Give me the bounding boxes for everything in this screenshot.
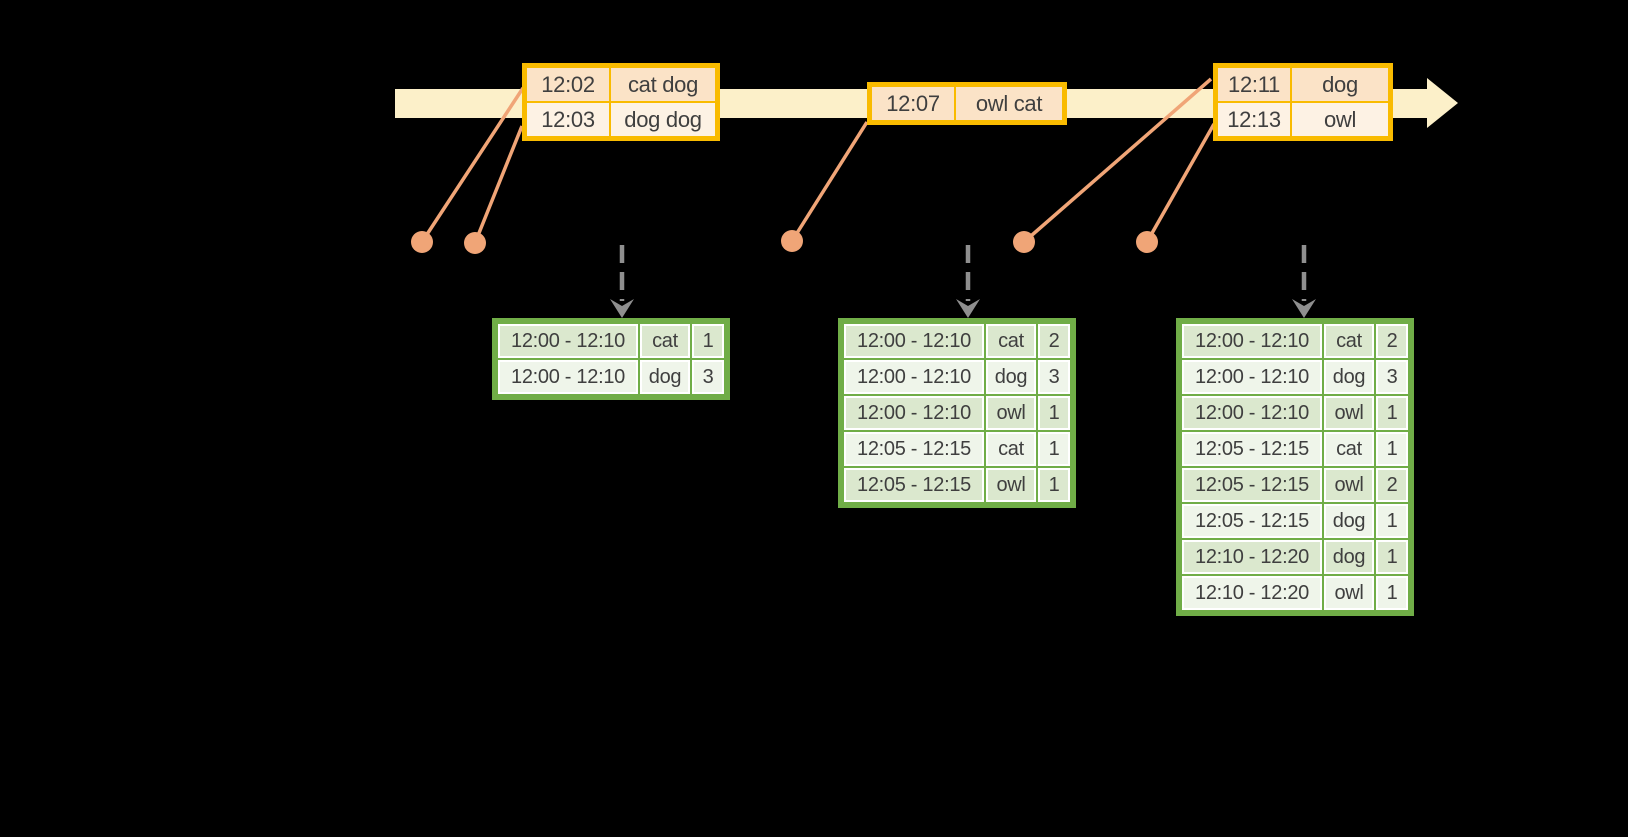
result-window-cell: 12:05 - 12:15 xyxy=(1182,468,1322,502)
result-row: 12:05 - 12:15 dog 1 xyxy=(1182,504,1408,538)
result-window-cell: 12:10 - 12:20 xyxy=(1182,576,1322,610)
result-window-cell: 12:05 - 12:15 xyxy=(1182,504,1322,538)
result-word-cell: owl xyxy=(1324,468,1374,502)
result-count-cell: 2 xyxy=(1376,324,1408,358)
result-row: 12:05 - 12:15 owl 1 xyxy=(844,468,1070,502)
event-words-cell: dog dog xyxy=(611,103,715,136)
event-marker-dot xyxy=(1013,231,1035,253)
result-count-cell: 3 xyxy=(1038,360,1070,394)
event-row: 12:11 dog xyxy=(1218,68,1388,101)
result-row: 12:05 - 12:15 cat 1 xyxy=(1182,432,1408,466)
result-word-cell: dog xyxy=(1324,540,1374,574)
event-time-cell: 12:13 xyxy=(1218,103,1290,136)
event-row: 12:03 dog dog xyxy=(527,103,715,136)
result-row: 12:00 - 12:10 owl 1 xyxy=(844,396,1070,430)
result-word-cell: owl xyxy=(1324,396,1374,430)
result-window-cell: 12:10 - 12:20 xyxy=(1182,540,1322,574)
trigger-arrowhead-icon xyxy=(610,299,634,318)
result-window-cell: 12:00 - 12:10 xyxy=(498,360,638,394)
result-word-cell: owl xyxy=(986,396,1036,430)
connector-line xyxy=(1022,77,1213,244)
result-word-cell: dog xyxy=(1324,360,1374,394)
event-time-cell: 12:02 xyxy=(527,68,609,101)
connector-line xyxy=(790,121,869,242)
result-window-cell: 12:05 - 12:15 xyxy=(844,468,984,502)
result-word-cell: dog xyxy=(1324,504,1374,538)
result-count-cell: 1 xyxy=(1376,540,1408,574)
event-time-cell: 12:07 xyxy=(872,87,954,120)
event-table-1: 12:02 cat dog 12:03 dog dog xyxy=(522,63,720,141)
event-words-cell: dog xyxy=(1292,68,1388,101)
result-window-cell: 12:00 - 12:10 xyxy=(844,360,984,394)
result-row: 12:00 - 12:10 dog 3 xyxy=(844,360,1070,394)
event-row: 12:07 owl cat xyxy=(872,87,1062,120)
event-marker-dot xyxy=(464,232,486,254)
result-table-2: 12:00 - 12:10 cat 2 12:00 - 12:10 dog 3 … xyxy=(838,318,1076,508)
result-count-cell: 1 xyxy=(1376,396,1408,430)
result-row: 12:10 - 12:20 dog 1 xyxy=(1182,540,1408,574)
result-row: 12:10 - 12:20 owl 1 xyxy=(1182,576,1408,610)
event-time-cell: 12:03 xyxy=(527,103,609,136)
result-window-cell: 12:00 - 12:10 xyxy=(498,324,638,358)
event-words-cell: cat dog xyxy=(611,68,715,101)
result-row: 12:00 - 12:10 cat 2 xyxy=(844,324,1070,358)
event-marker-dot xyxy=(411,231,433,253)
result-row: 12:00 - 12:10 dog 3 xyxy=(498,360,724,394)
result-window-cell: 12:00 - 12:10 xyxy=(1182,360,1322,394)
result-word-cell: dog xyxy=(640,360,690,394)
result-window-cell: 12:00 - 12:10 xyxy=(1182,324,1322,358)
result-row: 12:00 - 12:10 dog 3 xyxy=(1182,360,1408,394)
result-row: 12:00 - 12:10 cat 2 xyxy=(1182,324,1408,358)
result-count-cell: 1 xyxy=(1038,432,1070,466)
result-count-cell: 1 xyxy=(1376,432,1408,466)
result-row: 12:00 - 12:10 cat 1 xyxy=(498,324,724,358)
result-word-cell: owl xyxy=(986,468,1036,502)
timeline-arrowhead-icon xyxy=(1427,78,1458,128)
result-count-cell: 2 xyxy=(1376,468,1408,502)
event-row: 12:13 owl xyxy=(1218,103,1388,136)
result-word-cell: owl xyxy=(1324,576,1374,610)
result-count-cell: 1 xyxy=(1376,576,1408,610)
result-count-cell: 3 xyxy=(1376,360,1408,394)
trigger-arrowhead-icon xyxy=(956,299,980,318)
result-word-cell: cat xyxy=(986,324,1036,358)
event-marker-dot xyxy=(781,230,803,252)
result-count-cell: 1 xyxy=(692,324,724,358)
result-count-cell: 1 xyxy=(1038,396,1070,430)
result-window-cell: 12:00 - 12:10 xyxy=(844,324,984,358)
result-window-cell: 12:05 - 12:15 xyxy=(1182,432,1322,466)
event-table-2: 12:07 owl cat xyxy=(867,82,1067,125)
result-count-cell: 1 xyxy=(1038,468,1070,502)
connector-line xyxy=(473,125,524,244)
result-word-cell: cat xyxy=(640,324,690,358)
result-count-cell: 1 xyxy=(1376,504,1408,538)
result-window-cell: 12:00 - 12:10 xyxy=(1182,396,1322,430)
result-count-cell: 2 xyxy=(1038,324,1070,358)
result-word-cell: cat xyxy=(1324,324,1374,358)
event-table-3: 12:11 dog 12:13 owl xyxy=(1213,63,1393,141)
result-window-cell: 12:00 - 12:10 xyxy=(844,396,984,430)
result-word-cell: cat xyxy=(986,432,1036,466)
event-row: 12:02 cat dog xyxy=(527,68,715,101)
event-time-cell: 12:11 xyxy=(1218,68,1290,101)
result-row: 12:05 - 12:15 owl 2 xyxy=(1182,468,1408,502)
event-marker-dot xyxy=(1136,231,1158,253)
connector-line xyxy=(1145,123,1216,243)
result-table-3: 12:00 - 12:10 cat 2 12:00 - 12:10 dog 3 … xyxy=(1176,318,1414,616)
event-words-cell: owl cat xyxy=(956,87,1062,120)
result-count-cell: 3 xyxy=(692,360,724,394)
result-word-cell: dog xyxy=(986,360,1036,394)
result-table-1: 12:00 - 12:10 cat 1 12:00 - 12:10 dog 3 xyxy=(492,318,730,400)
trigger-arrowhead-icon xyxy=(1292,299,1316,318)
result-window-cell: 12:05 - 12:15 xyxy=(844,432,984,466)
result-row: 12:00 - 12:10 owl 1 xyxy=(1182,396,1408,430)
result-word-cell: cat xyxy=(1324,432,1374,466)
result-row: 12:05 - 12:15 cat 1 xyxy=(844,432,1070,466)
connector-line xyxy=(420,87,525,243)
event-words-cell: owl xyxy=(1292,103,1388,136)
